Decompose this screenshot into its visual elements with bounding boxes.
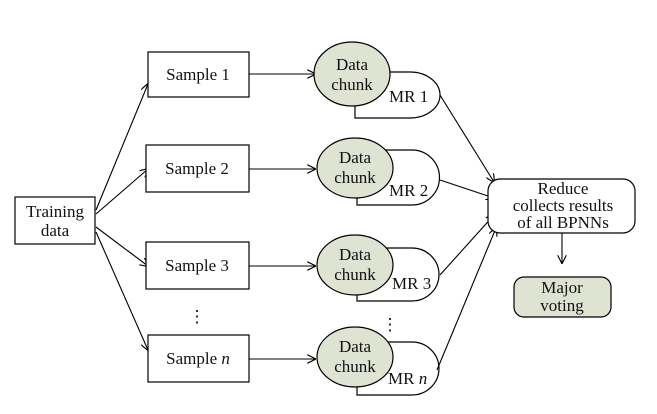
data-chunk-1-label-line2: chunk: [331, 75, 373, 94]
sample-3-node: Sample 3: [145, 241, 250, 290]
arrow-mapper-n-reduce: [436, 228, 496, 371]
data-chunk-n-label-line2: chunk: [334, 357, 376, 376]
mapper-1-node: Data chunk MR 1: [313, 41, 441, 119]
major-voting-node: Major voting: [513, 276, 612, 318]
arrow-mapper-3-reduce: [439, 215, 494, 276]
arrow-training-sample-n: [95, 231, 148, 350]
mapper-n-label: MR n: [388, 369, 427, 388]
reduce-label-line1: Reduce: [538, 179, 589, 198]
data-chunk-3-label-line1: Data: [339, 245, 372, 264]
sample-n-label: Sample n: [166, 349, 230, 368]
arrow-training-sample-2: [95, 169, 148, 215]
sample-1-node: Sample 1: [147, 51, 250, 98]
training-data-label-line1: Training: [26, 202, 84, 221]
data-chunk-2: [316, 137, 394, 199]
reduce-node: Reduce collects results of all BPNNs: [487, 178, 636, 234]
data-chunk-n: [316, 326, 394, 388]
data-chunk-1-label-line1: Data: [336, 55, 369, 74]
mapper-n-node: Data chunk MR n: [316, 326, 440, 396]
mappers-ellipsis: ⋮: [382, 315, 399, 334]
data-chunk-2-label-line2: chunk: [334, 168, 376, 187]
mapper-3-node: Data chunk MR 3: [316, 234, 440, 302]
sample-2-node: Sample 2: [145, 144, 250, 193]
arrow-training-sample-1: [95, 84, 148, 211]
arrow-training-sample-3: [95, 226, 148, 266]
data-chunk-n-label-line1: Data: [339, 337, 372, 356]
samples-ellipsis: ⋮: [189, 307, 206, 326]
training-data-label-line2: data: [41, 221, 70, 240]
sample-1-label: Sample 1: [166, 65, 230, 84]
data-chunk-3-label-line2: chunk: [334, 265, 376, 284]
mapper-2-label: MR 2: [389, 181, 428, 200]
arrow-mapper-1-reduce: [439, 94, 494, 182]
sample-3-label: Sample 3: [165, 256, 229, 275]
data-chunk-2-label-line1: Data: [339, 148, 372, 167]
sample-n-node: Sample n: [147, 334, 250, 383]
training-to-sample-arrows: [95, 84, 148, 350]
mapper-2-node: Data chunk MR 2: [316, 137, 441, 206]
data-chunk-1: [313, 41, 391, 107]
sample-2-label: Sample 2: [165, 159, 229, 178]
reduce-label-line2: collects results: [513, 196, 614, 215]
data-chunk-3: [316, 234, 394, 296]
mapper-3-label: MR 3: [392, 274, 431, 293]
reduce-label-line3: of all BPNNs: [517, 213, 609, 232]
mapper-1-label: MR 1: [389, 87, 428, 106]
major-voting-label-line2: voting: [540, 296, 584, 315]
mapper-to-reduce-arrows: [436, 94, 496, 371]
training-data-node: Training data: [14, 196, 96, 245]
major-voting-label-line1: Major: [541, 278, 583, 297]
arrow-mapper-2-reduce: [439, 179, 494, 198]
